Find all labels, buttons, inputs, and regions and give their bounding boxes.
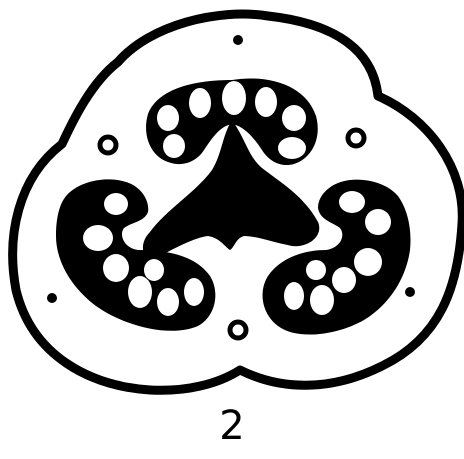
figure-number-label: 2 bbox=[0, 402, 464, 450]
